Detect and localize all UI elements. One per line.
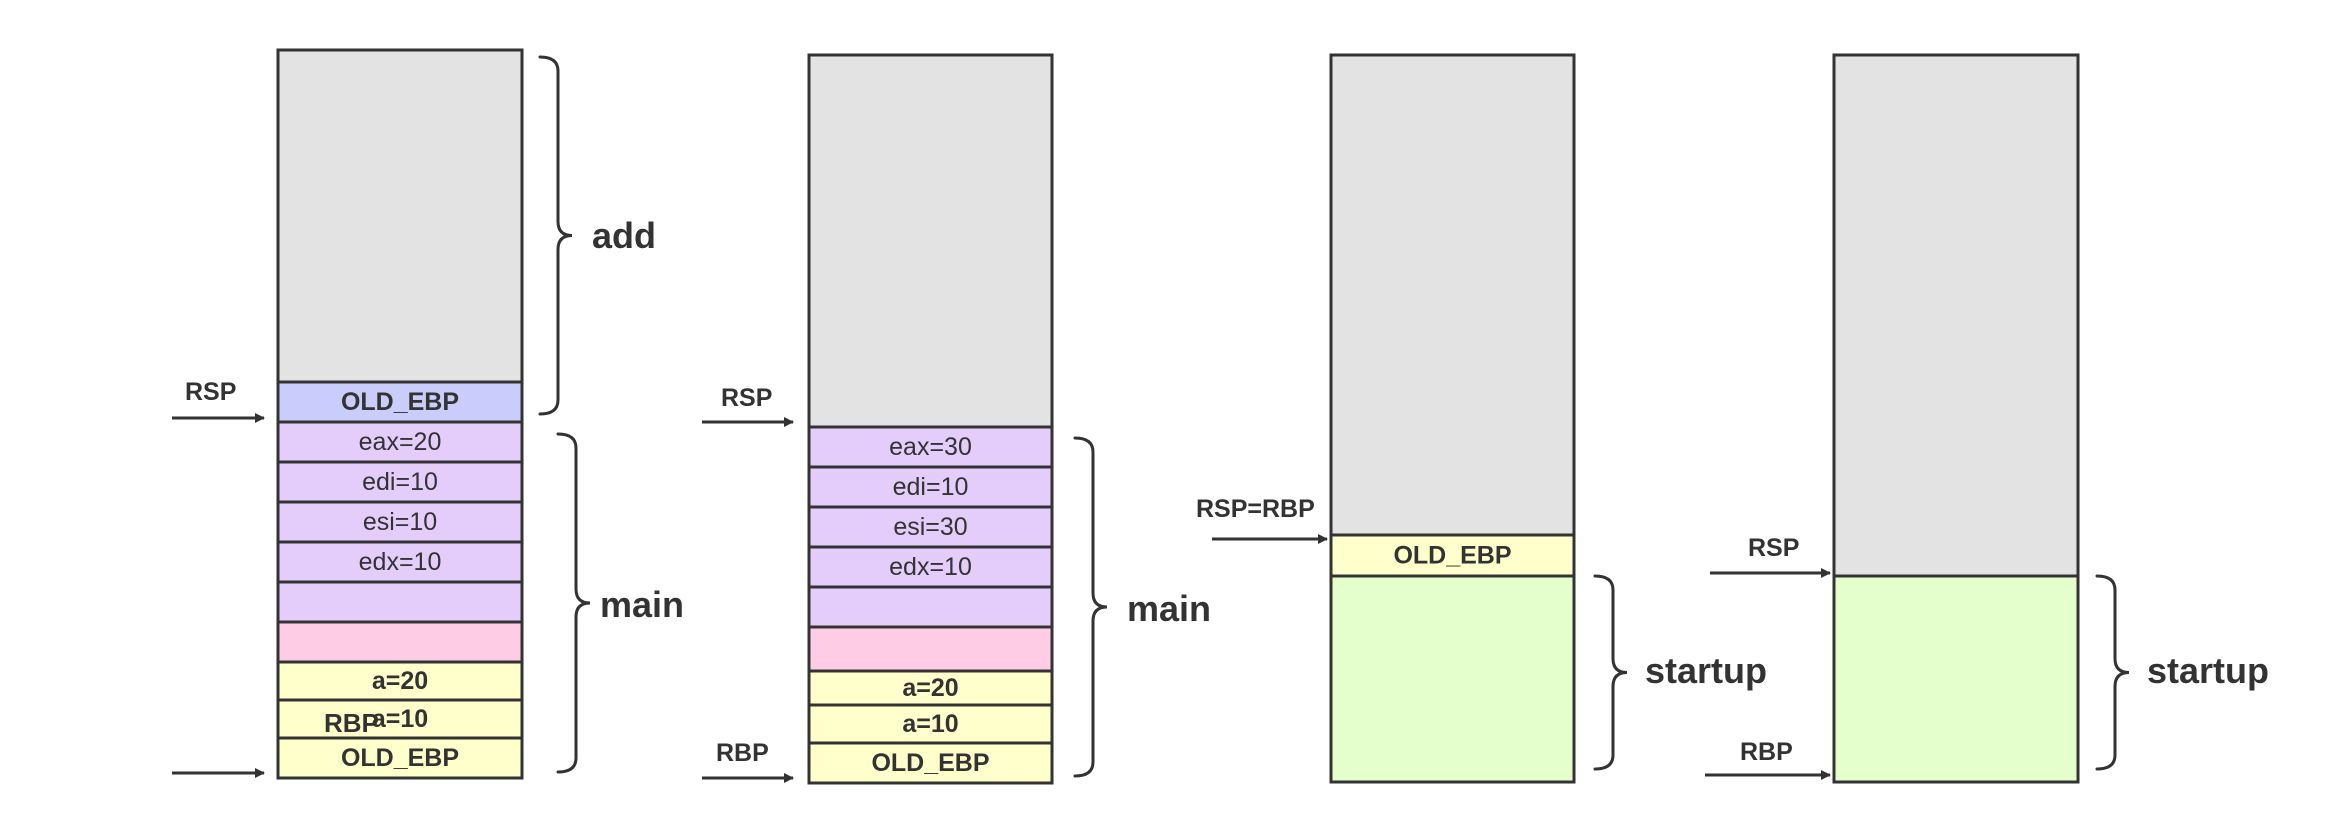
stack-cell-box (1832, 574, 2080, 784)
stack-cell-label: OLD_EBP (871, 749, 989, 777)
frame-label: main (1127, 588, 1211, 629)
curly-brace (556, 432, 591, 774)
stack-cell (807, 53, 1054, 429)
stack-cell: esi=10 (276, 500, 524, 544)
pointer-label: RBP (716, 739, 769, 767)
stack-cell: OLD_EBP (276, 736, 524, 780)
stack-cell: a=10 (807, 703, 1054, 745)
stack-cell-box (1329, 574, 1576, 784)
stack-cell-box (807, 703, 1054, 745)
stack-cell-box (807, 53, 1054, 429)
stack-cell: a=10 (276, 698, 524, 740)
stack-cell-box (276, 48, 524, 384)
stack-cell-label: a=20 (902, 674, 958, 702)
stack-cell-box (1832, 53, 2080, 578)
stack-cell: edx=10 (807, 545, 1054, 589)
stack-cell-box (1329, 53, 1576, 537)
stack-cell (276, 620, 524, 664)
curly-brace (1593, 574, 1628, 771)
stack-cell-label: a=10 (372, 705, 428, 733)
stack-cell (1832, 574, 2080, 784)
stack-cell: OLD_EBP (1329, 533, 1576, 578)
pointer-label: RBP (324, 708, 379, 738)
stack-cell-box (276, 500, 524, 544)
stack-cell-label: OLD_EBP (341, 388, 459, 416)
frame-label: add (592, 215, 656, 256)
stack-cell (807, 625, 1054, 673)
stack-cell-label: eax=30 (889, 433, 972, 461)
stack-cell-label: edx=10 (359, 548, 442, 576)
stack-cell (1329, 53, 1576, 537)
frame-label: main (600, 584, 684, 625)
stack-cell: OLD_EBP (276, 380, 524, 424)
stack-cell-box (276, 660, 524, 702)
stack-cell: eax=20 (276, 420, 524, 464)
stack-cell-label: a=20 (372, 667, 428, 695)
stack-cell-box (807, 741, 1054, 785)
curly-brace (2095, 574, 2130, 771)
stack-cell: a=20 (276, 660, 524, 702)
frame-label: startup (1645, 650, 1767, 691)
stack-cell: edi=10 (807, 465, 1054, 509)
stack-cell-label: edx=10 (889, 553, 972, 581)
curly-brace (1073, 436, 1108, 778)
curly-brace (538, 55, 573, 416)
stack-cell (276, 580, 524, 624)
stack-cell (1329, 574, 1576, 784)
stack-cell-label: esi=10 (363, 508, 437, 536)
frame-label: startup (2147, 650, 2269, 691)
stack-cell: OLD_EBP (807, 741, 1054, 785)
stack-cell: edi=10 (276, 460, 524, 504)
pointer-label: RSP (1748, 534, 1799, 562)
stack-cell-label: a=10 (902, 710, 958, 738)
stack-cell-label: edi=10 (893, 473, 969, 501)
pointer-label: RBP (1740, 738, 1793, 766)
stack-4: startup RSP RBP (1705, 53, 2269, 784)
stack-cell: esi=30 (807, 505, 1054, 549)
stack-cell (276, 48, 524, 384)
stack-cell (807, 585, 1054, 629)
stack-cell (1832, 53, 2080, 578)
stack-cell: a=20 (807, 669, 1054, 707)
stack-cell: edx=10 (276, 540, 524, 584)
stack-cell-box (807, 625, 1054, 673)
stack-cell-label: OLD_EBP (341, 744, 459, 772)
pointer-label: RSP=RBP (1196, 495, 1315, 523)
stack-cell-box (276, 580, 524, 624)
stack-cell-label: esi=30 (893, 513, 967, 541)
stack-cell-box (276, 736, 524, 780)
stack-cell-label: edi=10 (362, 468, 438, 496)
stack-cell-label: eax=20 (359, 428, 442, 456)
stack-cell-label: OLD_EBP (1393, 542, 1511, 570)
stack-cell-box (1329, 533, 1576, 578)
stack-1: OLD_EBPeax=20edi=10esi=10edx=10a=20a=10O… (172, 48, 684, 780)
pointer-label: RSP (185, 378, 236, 406)
stack-cell-box (276, 620, 524, 664)
stack-cell: eax=30 (807, 425, 1054, 469)
stack-cell-box (807, 585, 1054, 629)
pointer-label: RSP (721, 384, 772, 412)
